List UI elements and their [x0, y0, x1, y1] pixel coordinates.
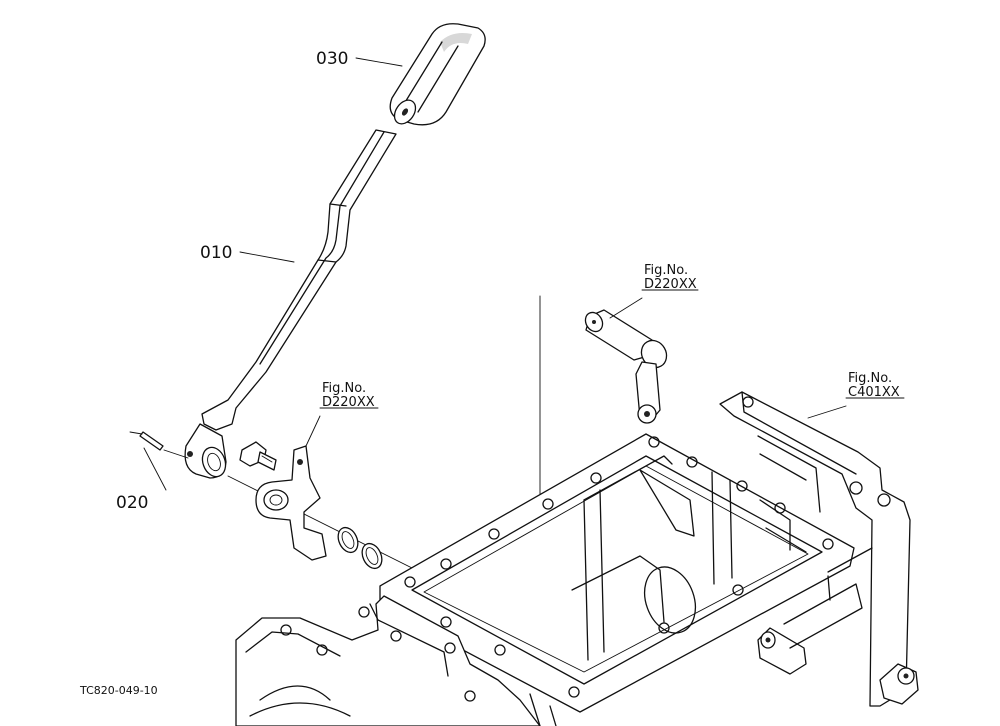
part-label-030: 030 — [316, 49, 348, 69]
part-label-010: 010 — [200, 243, 232, 263]
transmission-housing — [235, 391, 919, 726]
ref-code-label-2: D220XX — [644, 277, 697, 292]
ref-fig-label-3: Fig.No. — [848, 371, 892, 386]
leader-lines — [143, 57, 905, 491]
inner-arm-assembly — [475, 295, 668, 651]
grip-part-030 — [389, 23, 486, 126]
spring-pin-part-020 — [129, 431, 189, 459]
ref-code-label-3: C401XX — [848, 385, 900, 400]
ref-code-label-1: D220XX — [322, 395, 375, 410]
part-labels: 030 010 020 — [116, 49, 348, 513]
part-label-020: 020 — [116, 493, 148, 513]
shaft-assembly — [227, 441, 501, 613]
lever-part-010 — [184, 129, 397, 479]
diagram-code: TC820-049-10 — [79, 684, 158, 697]
ref-fig-label-1: Fig.No. — [322, 381, 366, 396]
ref-fig-label-2: Fig.No. — [644, 263, 688, 278]
reference-labels: Fig.No. D220XX Fig.No. D220XX Fig.No. C4… — [322, 263, 900, 410]
